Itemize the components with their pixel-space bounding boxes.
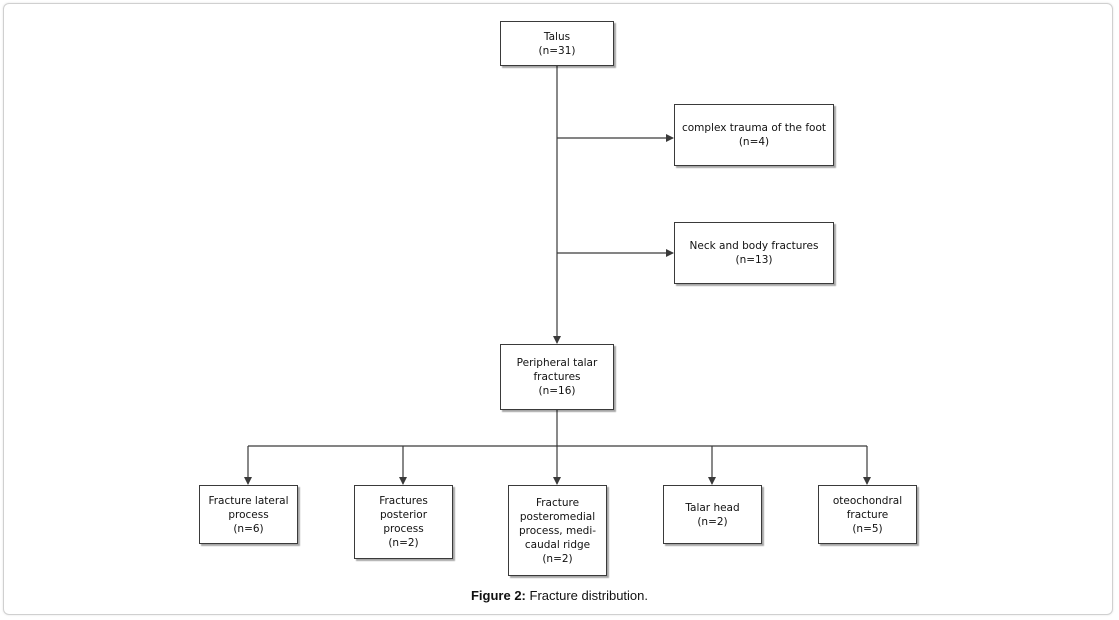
leaf-3-line2: posteromedial [519, 510, 596, 523]
node-leaf-posterior-process: Fractures posterior process (n=2) [354, 485, 453, 559]
leaf-2-line1: Fractures [379, 495, 428, 507]
leaf-3-line1: Fracture [535, 496, 580, 509]
caption-text: Fracture distribution. [525, 588, 649, 603]
leaf-3-count: (n=2) [542, 552, 573, 565]
node-leaf-posteromedial-process: Fracture posteromedial process, medi- ca… [508, 485, 607, 576]
node-talus-title: Talus [543, 30, 571, 43]
node-complex-trauma-count: (n=4) [738, 136, 770, 148]
caption-label: Figure 2: [470, 588, 526, 603]
leaf-2-line2: posterior [379, 509, 428, 521]
node-talus-count: (n=31) [538, 44, 576, 57]
figure-caption: Figure 2: Fracture distribution. [0, 588, 1119, 603]
leaf-4-count: (n=2) [697, 515, 728, 528]
node-peripheral-line1: Peripheral talar [516, 357, 598, 369]
node-neck-body: Neck and body fractures (n=13) [674, 222, 834, 284]
leaf-1-line1: Fracture lateral [208, 494, 289, 507]
node-peripheral-line2: fractures [533, 371, 581, 383]
leaf-5-line1: oteochondral [832, 494, 903, 507]
node-leaf-lateral-process: Fracture lateral process (n=6) [199, 485, 298, 544]
node-neck-body-count: (n=13) [735, 254, 773, 266]
node-peripheral: Peripheral talar fractures (n=16) [500, 344, 614, 410]
leaf-3-line3: process, medi- [518, 524, 597, 537]
figure-frame [3, 3, 1113, 615]
node-neck-body-title: Neck and body fractures [689, 240, 819, 252]
node-leaf-talar-head: Talar head (n=2) [663, 485, 762, 544]
leaf-5-count: (n=5) [852, 522, 883, 535]
node-talus: Talus (n=31) [500, 21, 614, 66]
leaf-1-count: (n=6) [233, 522, 264, 535]
node-leaf-osteochondral: oteochondral fracture (n=5) [818, 485, 917, 544]
leaf-5-line2: fracture [846, 508, 889, 521]
node-complex-trauma: complex trauma of the foot (n=4) [674, 104, 834, 166]
leaf-2-count: (n=2) [388, 537, 419, 549]
node-complex-trauma-title: complex trauma of the foot [681, 122, 827, 134]
leaf-1-line2: process [228, 508, 269, 521]
node-peripheral-count: (n=16) [538, 385, 576, 397]
leaf-3-line4: caudal ridge [524, 538, 591, 551]
leaf-2-line3: process [383, 523, 424, 535]
leaf-4-line1: Talar head [685, 501, 740, 514]
